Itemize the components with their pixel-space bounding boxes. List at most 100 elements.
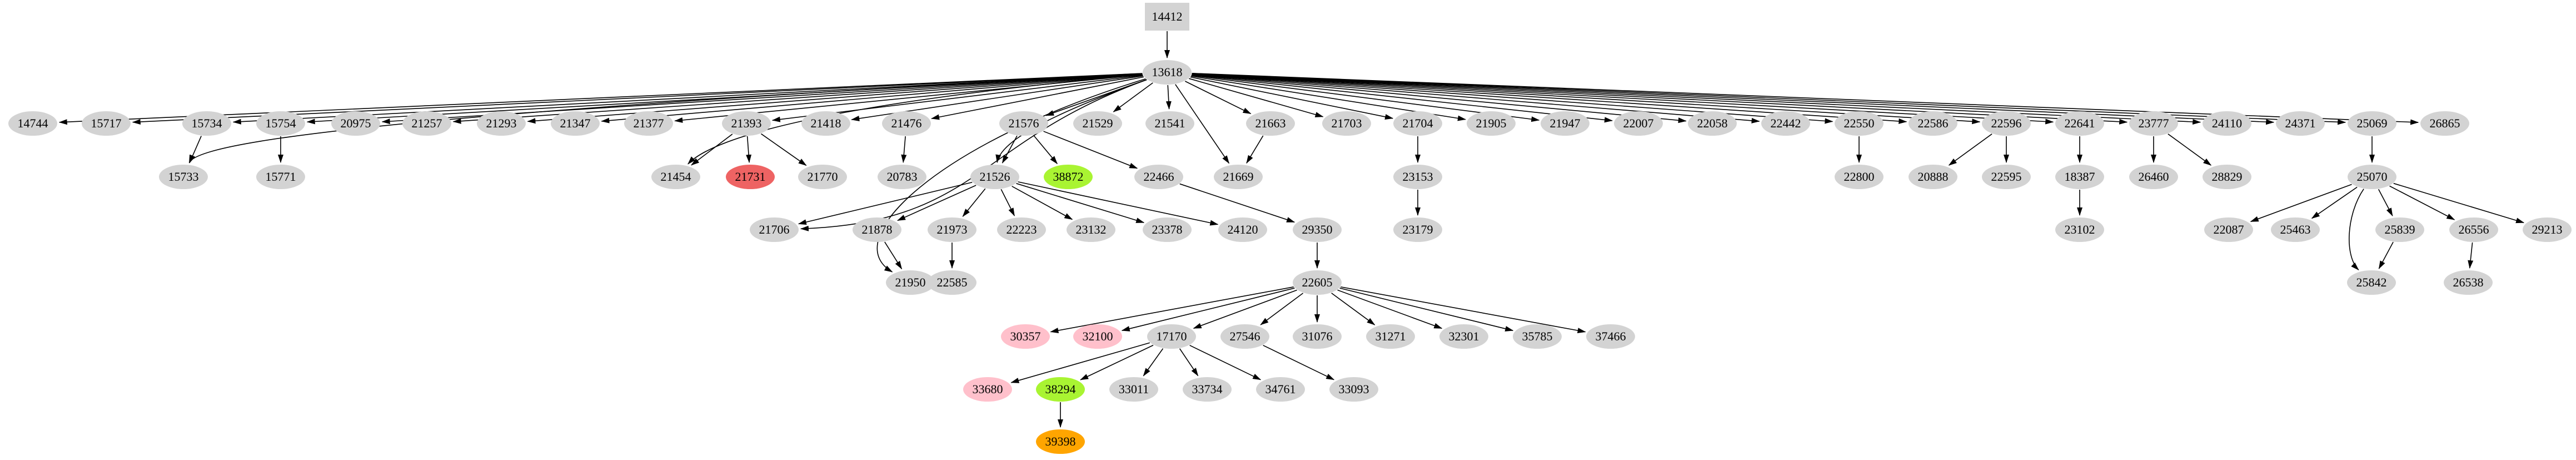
node-label: 22223 [1007, 222, 1037, 236]
node-33093[interactable]: 33093 [1329, 377, 1378, 402]
node-29350[interactable]: 29350 [1293, 217, 1342, 242]
node-22442[interactable]: 22442 [1761, 111, 1810, 136]
node-22058[interactable]: 22058 [1688, 111, 1737, 136]
node-21770[interactable]: 21770 [798, 165, 847, 189]
node-26538[interactable]: 26538 [2444, 270, 2493, 295]
node-22586[interactable]: 22586 [1909, 111, 1957, 136]
node-26556[interactable]: 26556 [2449, 217, 2498, 242]
node-21669[interactable]: 21669 [1214, 165, 1263, 189]
node-33734[interactable]: 33734 [1183, 377, 1232, 402]
node-21576[interactable]: 21576 [999, 111, 1048, 136]
node-25839[interactable]: 25839 [2375, 217, 2424, 242]
node-21393[interactable]: 21393 [722, 111, 771, 136]
node-38294[interactable]: 38294 [1036, 377, 1085, 402]
node-24120[interactable]: 24120 [1218, 217, 1267, 242]
node-label: 22585 [937, 275, 968, 289]
node-35785[interactable]: 35785 [1513, 324, 1562, 349]
node-22595[interactable]: 22595 [1982, 165, 2031, 189]
node-18387[interactable]: 18387 [2055, 165, 2104, 189]
edge-13618-21529 [1113, 82, 1153, 112]
node-15717[interactable]: 15717 [82, 111, 131, 136]
node-22585[interactable]: 22585 [928, 270, 976, 295]
node-23102[interactable]: 23102 [2055, 217, 2104, 242]
node-ellipse-shape [1214, 165, 1263, 189]
node-31271[interactable]: 31271 [1366, 324, 1415, 349]
node-25069[interactable]: 25069 [2348, 111, 2396, 136]
edge-21526-21706 [798, 181, 973, 225]
node-21454[interactable]: 21454 [651, 165, 700, 189]
node-39398[interactable]: 39398 [1036, 429, 1085, 454]
node-21950[interactable]: 21950 [886, 270, 935, 295]
node-33011[interactable]: 33011 [1109, 377, 1158, 402]
node-21418[interactable]: 21418 [801, 111, 850, 136]
node-32100[interactable]: 32100 [1073, 324, 1122, 349]
node-label: 15771 [266, 170, 296, 184]
node-17170[interactable]: 17170 [1147, 324, 1196, 349]
node-25070[interactable]: 25070 [2348, 165, 2396, 189]
node-27546[interactable]: 27546 [1220, 324, 1269, 349]
node-21293[interactable]: 21293 [477, 111, 526, 136]
node-28829[interactable]: 28829 [2203, 165, 2251, 189]
node-15734[interactable]: 15734 [182, 111, 231, 136]
node-24110[interactable]: 24110 [2203, 111, 2251, 136]
node-21706[interactable]: 21706 [750, 217, 799, 242]
node-22466[interactable]: 22466 [1134, 165, 1183, 189]
node-21973[interactable]: 21973 [928, 217, 976, 242]
node-25463[interactable]: 25463 [2271, 217, 2320, 242]
edge-25070-25463 [2311, 186, 2358, 219]
node-ellipse-shape [886, 270, 935, 295]
node-37466[interactable]: 37466 [1586, 324, 1635, 349]
node-22223[interactable]: 22223 [997, 217, 1046, 242]
node-26865[interactable]: 26865 [2420, 111, 2469, 136]
node-29213[interactable]: 29213 [2523, 217, 2572, 242]
node-30357[interactable]: 30357 [1001, 324, 1050, 349]
node-15733[interactable]: 15733 [159, 165, 208, 189]
node-23153[interactable]: 23153 [1393, 165, 1442, 189]
node-21377[interactable]: 21377 [624, 111, 673, 136]
node-14744[interactable]: 14744 [8, 111, 57, 136]
node-34761[interactable]: 34761 [1256, 377, 1305, 402]
node-23179[interactable]: 23179 [1393, 217, 1442, 242]
node-25842[interactable]: 25842 [2347, 270, 2396, 295]
node-21704[interactable]: 21704 [1393, 111, 1442, 136]
node-14412[interactable]: 14412 [1145, 3, 1189, 31]
node-21947[interactable]: 21947 [1541, 111, 1590, 136]
node-15771[interactable]: 15771 [256, 165, 305, 189]
node-22800[interactable]: 22800 [1835, 165, 1884, 189]
node-20888[interactable]: 20888 [1909, 165, 1957, 189]
node-21905[interactable]: 21905 [1467, 111, 1516, 136]
node-20975[interactable]: 20975 [331, 111, 380, 136]
node-21703[interactable]: 21703 [1322, 111, 1371, 136]
node-21731[interactable]: 21731 [726, 165, 775, 189]
node-22550[interactable]: 22550 [1835, 111, 1884, 136]
node-21541[interactable]: 21541 [1145, 111, 1194, 136]
node-ellipse-shape [1143, 60, 1192, 85]
node-ellipse-shape [882, 111, 931, 136]
node-33680[interactable]: 33680 [963, 377, 1012, 402]
node-23777[interactable]: 23777 [2129, 111, 2178, 136]
node-31076[interactable]: 31076 [1293, 324, 1342, 349]
node-21476[interactable]: 21476 [882, 111, 931, 136]
node-label: 31271 [1376, 329, 1406, 343]
node-22641[interactable]: 22641 [2055, 111, 2104, 136]
node-13618[interactable]: 13618 [1143, 60, 1192, 85]
node-20783[interactable]: 20783 [878, 165, 926, 189]
node-21663[interactable]: 21663 [1246, 111, 1295, 136]
node-21347[interactable]: 21347 [551, 111, 600, 136]
node-22087[interactable]: 22087 [2204, 217, 2253, 242]
node-21257[interactable]: 21257 [402, 111, 451, 136]
node-22596[interactable]: 22596 [1982, 111, 2031, 136]
node-23378[interactable]: 23378 [1143, 217, 1192, 242]
node-22605[interactable]: 22605 [1293, 270, 1342, 295]
node-21526[interactable]: 21526 [970, 165, 1019, 189]
node-38872[interactable]: 38872 [1044, 165, 1093, 189]
node-21529[interactable]: 21529 [1073, 111, 1122, 136]
node-15754[interactable]: 15754 [256, 111, 305, 136]
node-21878[interactable]: 21878 [853, 217, 901, 242]
node-22007[interactable]: 22007 [1614, 111, 1663, 136]
node-32301[interactable]: 32301 [1439, 324, 1488, 349]
edge-13618-21950 [876, 78, 1146, 273]
node-24371[interactable]: 24371 [2276, 111, 2325, 136]
node-26460[interactable]: 26460 [2129, 165, 2178, 189]
node-23132[interactable]: 23132 [1067, 217, 1115, 242]
